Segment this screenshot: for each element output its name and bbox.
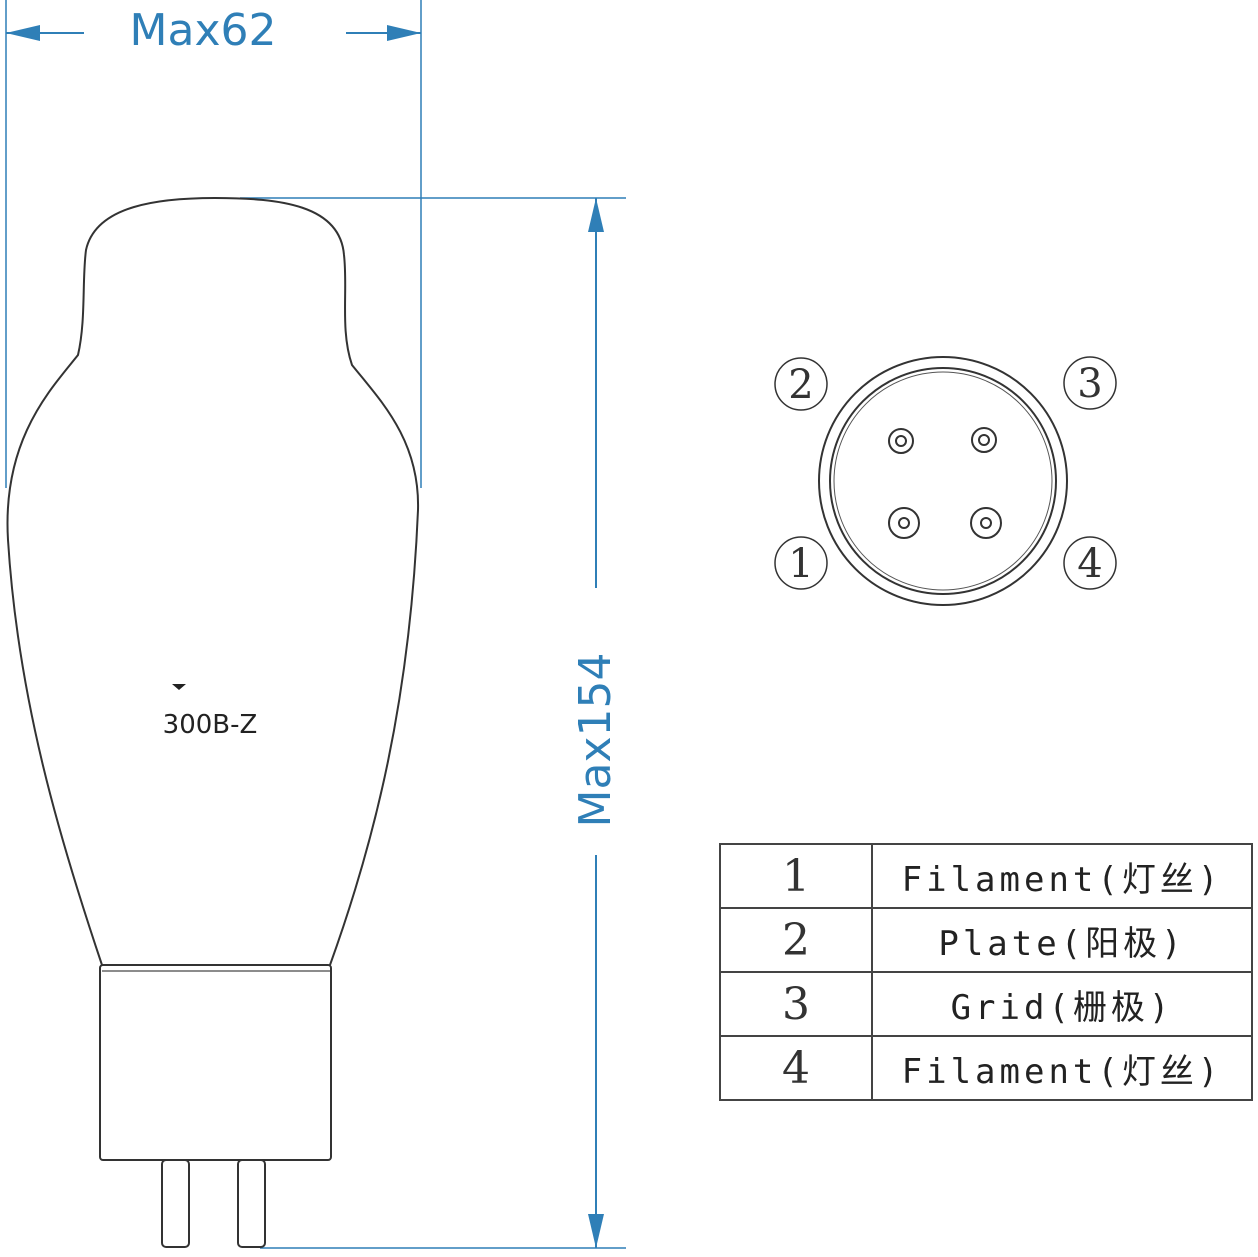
pin-label-4: 4 — [1063, 536, 1117, 590]
pin-function-cell: Plate(阳极) — [871, 907, 1253, 973]
svg-text:1: 1 — [788, 541, 813, 587]
pin-label-2: 2 — [774, 357, 828, 411]
tube-model-label: 300B-Z — [163, 710, 258, 740]
pin-function-cell: Filament(灯丝) — [871, 1035, 1253, 1101]
height-dimension: Max154 — [240, 197, 626, 1249]
table-row: 1 Filament(灯丝) — [719, 843, 1253, 909]
table-row: 2 Plate(阳极) — [719, 907, 1253, 973]
width-arrow-right — [387, 25, 421, 41]
pin-function-cell: Filament(灯丝) — [871, 843, 1253, 909]
pin-number-cell: 2 — [719, 907, 873, 973]
tube-pin-left — [161, 1159, 190, 1248]
width-arrow-left — [6, 25, 40, 41]
socket-pin-bottom-right — [970, 507, 1002, 539]
table-row: 4 Filament(灯丝) — [719, 1035, 1253, 1101]
tube-outline: 300B-Z — [6, 196, 420, 1248]
height-dimension-label: Max154 — [570, 653, 621, 828]
tube-bulb — [6, 196, 420, 966]
width-dimension-label: Max62 — [130, 5, 277, 56]
socket-pin-top-right — [971, 427, 997, 453]
socket-inner-ring — [829, 367, 1057, 595]
pin-label-1: 1 — [774, 536, 828, 590]
svg-text:4: 4 — [1077, 541, 1102, 587]
height-arrow-top — [588, 198, 604, 232]
socket-pin-top-left — [888, 428, 914, 454]
socket-view: 2 3 1 4 — [774, 356, 1117, 606]
svg-text:2: 2 — [788, 362, 813, 408]
tube-orientation-mark — [172, 684, 186, 690]
tube-pin-right — [237, 1159, 266, 1248]
pin-function-cell: Grid(栅极) — [871, 971, 1253, 1037]
tube-base — [99, 964, 332, 1161]
pin-number-cell: 4 — [719, 1035, 873, 1101]
svg-text:3: 3 — [1077, 361, 1102, 407]
pin-label-3: 3 — [1063, 356, 1117, 410]
pin-number-cell: 1 — [719, 843, 873, 909]
socket-outer-ring — [818, 356, 1068, 606]
socket-pin-bottom-left — [888, 507, 920, 539]
pin-number-cell: 3 — [719, 971, 873, 1037]
socket-inner-ring-2 — [833, 371, 1053, 591]
table-row: 3 Grid(栅极) — [719, 971, 1253, 1037]
pin-function-table: 1 Filament(灯丝) 2 Plate(阳极) 3 Grid(栅极) 4 … — [719, 843, 1253, 1101]
height-arrow-bottom — [588, 1214, 604, 1248]
width-dimension: Max62 — [5, 0, 422, 488]
